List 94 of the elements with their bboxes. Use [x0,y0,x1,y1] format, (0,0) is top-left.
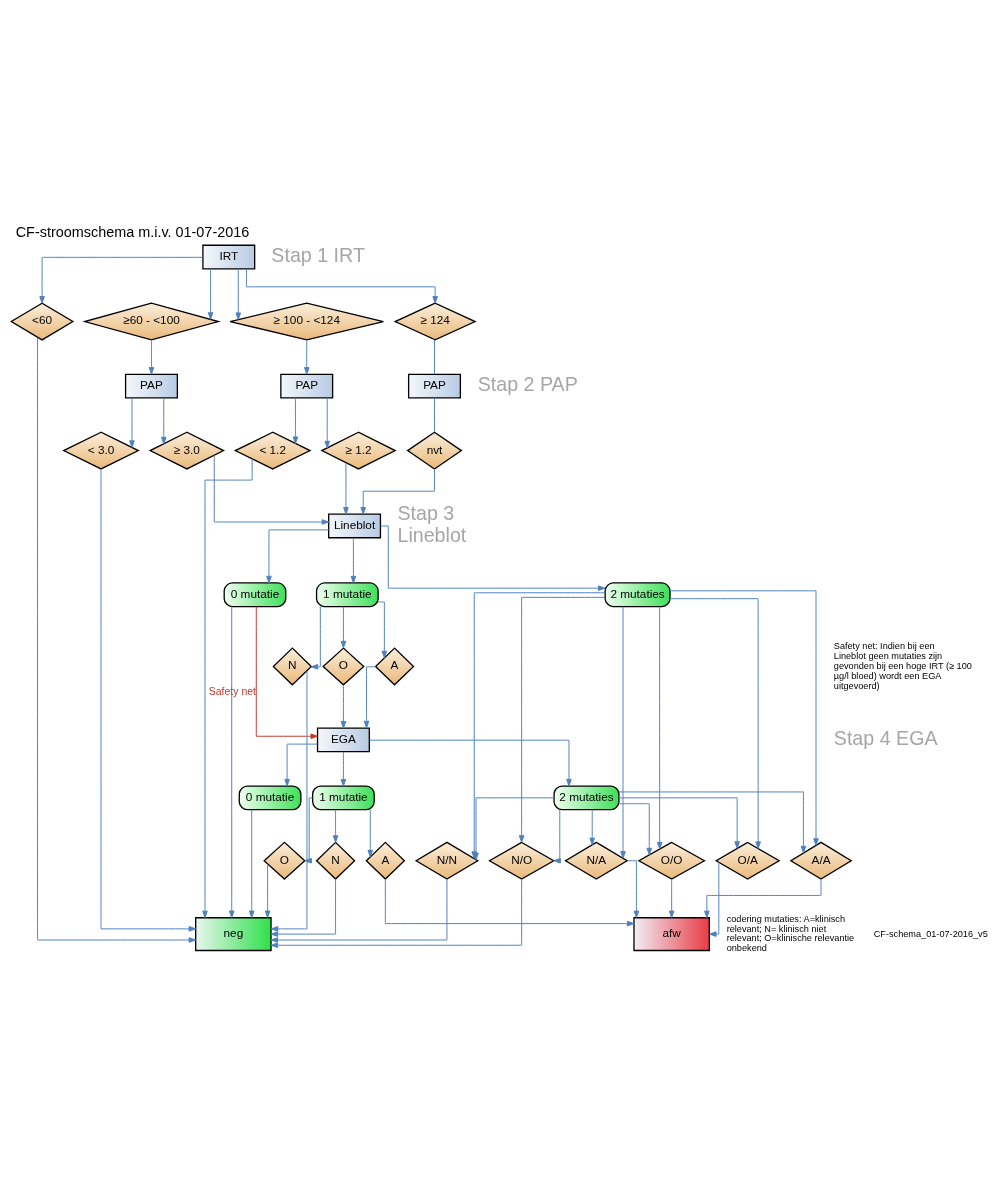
label: Stap 1 IRT [271,243,365,266]
node-box: 1 mutatie [312,784,375,810]
label: codering mutaties: A=klinisch relevant; N= klinisch niet relevant; O=klinische relevantie onbekend [726,913,855,953]
arrow [618,790,807,853]
arrow [618,802,653,855]
arrow [207,267,214,320]
node-diamond: N [272,646,313,686]
node-diamond: N/O [488,841,556,880]
arrow [228,605,235,918]
arrow [303,339,310,375]
arrow [363,665,377,728]
arrow [292,396,299,444]
node-diamond: ≥ 100 - <124 [229,302,385,341]
arrow [304,796,314,863]
connector [434,338,435,375]
node-diamond: ≥ 124 [393,301,477,341]
arrow [360,468,435,514]
arrow [284,743,318,786]
node-diamond: < 1.2 [233,431,312,470]
arrow [310,605,321,670]
arrow [340,605,347,648]
arrow [270,878,337,937]
arrow [324,396,330,448]
arrow [367,808,374,857]
arrow [380,524,606,591]
arrow [248,808,255,918]
node-diamond: N [315,840,356,880]
arrow [37,336,197,943]
node-box: PAP [407,373,462,399]
arrow [266,528,330,583]
node-diamond: O [263,841,306,880]
arrow [270,669,308,932]
arrow [377,600,388,658]
node-diamond: A/A [789,841,853,880]
arrow [264,862,271,918]
node-box: 2 mutaties [553,784,620,810]
arrow [369,739,572,786]
node-diamond: ≥ 1.2 [320,431,397,470]
arrow [668,878,675,918]
arrow [340,684,347,728]
edge-label: Safety net [208,685,256,697]
arrow [270,878,448,943]
arrow [669,597,761,849]
node-diamond: O [322,646,365,686]
arrow [235,267,242,320]
node-box: neg [195,916,272,951]
arrow [553,808,561,863]
label: Stap 3 Lineblot [397,501,467,546]
arrow [39,256,204,304]
arrow [709,861,720,937]
arrow [589,808,595,845]
arrow [343,461,349,515]
node-diamond: <60 [10,301,75,341]
arrow [704,878,822,918]
node-diamond: A [374,646,415,686]
arrow [129,396,135,448]
node-diamond: ≥60 - <100 [82,302,221,341]
arrow [518,596,606,843]
label: Safety net: Indien bij een Lineblot geen mutaties zijn gevonden bij een hoge IRT (≥ 100 µg/l bloed) wordt een EGA uitgevoerd) [833,640,972,691]
arrow [626,859,640,918]
arrow [620,605,626,859]
node-box: afw [633,916,710,951]
arrow [384,878,635,926]
arrow [160,396,167,444]
node-box: Lineblot [328,513,382,538]
label: Stap 2 PAP [477,372,578,395]
node-diamond: ≥ 3.0 [148,431,225,470]
arrow [618,796,740,849]
arrow [213,454,330,525]
arrow [350,536,357,583]
arrow [332,808,339,843]
node-box: 0 mutatie [223,581,287,607]
node-box: EGA [316,726,370,752]
arrow [669,589,819,846]
arrow [340,750,347,787]
arrow [255,605,318,739]
arrow [270,878,523,948]
node-box: 1 mutatie [315,581,379,607]
arrow [148,339,155,375]
node-box: 0 mutatie [238,784,302,810]
node-box: IRT [202,244,256,269]
connector [434,396,435,433]
node-diamond: nvt [406,430,463,470]
node-box: 2 mutaties [604,581,671,607]
diagram-title: CF-stroomschema m.i.v. 01-07-2016 [15,223,250,240]
node-diamond: < 3.0 [62,431,140,470]
arrow [202,458,253,918]
node-box: PAP [124,373,178,399]
arrow [246,268,438,304]
label: CF-schema_01-07-2016_v5 [873,928,988,939]
arrow [656,605,663,849]
node-box: PAP [280,373,334,399]
label: Stap 4 EGA [833,726,938,749]
arrow [100,468,197,932]
